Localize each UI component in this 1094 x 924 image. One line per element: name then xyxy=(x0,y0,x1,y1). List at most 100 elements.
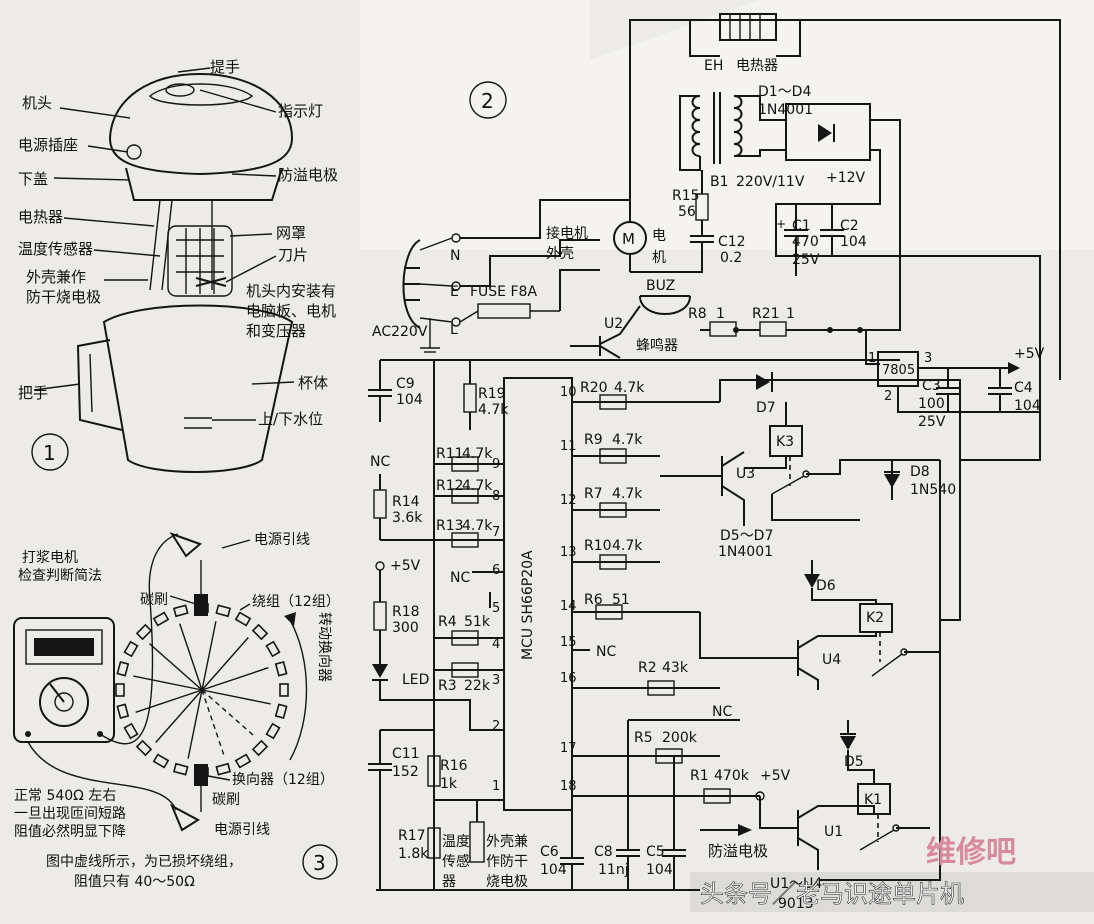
temp-sensor-2: 传感 xyxy=(442,853,470,870)
motor-shell-1: 接电机 xyxy=(546,225,588,242)
R2-symbol xyxy=(647,680,675,696)
head-handle xyxy=(149,83,254,106)
R12-ref: R12 xyxy=(436,478,464,494)
figure-1-device: 提手 机头 指示灯 电源插座 下盖 防溢电极 电热器 网罩 温度传感器 刀片 外… xyxy=(18,58,338,473)
pin-1: 1 xyxy=(492,779,500,794)
D8-part: 1N540 xyxy=(910,482,956,498)
R1-val: 470k xyxy=(714,768,750,784)
K1-label: K1 xyxy=(864,792,882,808)
multimeter-dial-icon xyxy=(39,677,89,727)
label-power-socket: 电源插座 xyxy=(18,136,78,154)
pin-6: 6 xyxy=(492,563,500,578)
pin-9: 9 xyxy=(492,457,500,472)
probe-wire-top xyxy=(99,533,179,745)
label-handle-top: 提手 xyxy=(210,58,240,76)
R6-val: 51 xyxy=(612,592,630,608)
R16-val: 1k xyxy=(440,776,458,792)
C4-ref: C4 xyxy=(1014,380,1033,396)
R18-val: 300 xyxy=(392,620,419,636)
R1-ref: R1 xyxy=(690,768,709,784)
R13-val: 4.7k xyxy=(462,518,493,534)
R15-ref: R15 xyxy=(672,188,700,204)
shell-electrode-3: 烧电极 xyxy=(486,874,528,890)
commutator-segment xyxy=(234,611,252,627)
clip-bottom-icon xyxy=(169,803,200,832)
winding-line xyxy=(201,667,269,691)
regulator-p2: 2 xyxy=(884,389,892,404)
R19-val: 4.7k xyxy=(478,402,509,418)
label-overflow-electrode: 防溢电极 xyxy=(278,166,338,184)
bridge-part: 1N4001 xyxy=(758,102,813,118)
C3-val: 100 xyxy=(918,396,945,412)
D7-diode-icon xyxy=(756,374,770,390)
heater-rod xyxy=(149,199,161,291)
R10-symbol xyxy=(599,554,627,570)
blade xyxy=(195,277,227,287)
buzzer-ref: BUZ xyxy=(646,278,675,294)
transformer-ref: B1 xyxy=(710,174,729,190)
label-head-note-1: 机头内安装有 xyxy=(246,282,336,300)
C3-ref: C3 xyxy=(922,378,941,394)
ac-E-label: E xyxy=(450,284,459,300)
D5-diode-icon xyxy=(840,736,856,750)
pin-7: 7 xyxy=(492,525,500,540)
commutator-segment xyxy=(123,722,139,740)
temp-sensor-3: 器 xyxy=(442,874,456,890)
pin-10: 10 xyxy=(560,385,577,400)
R9-ref: R9 xyxy=(584,432,603,448)
buzzer-symbol xyxy=(639,295,691,315)
overflow-electrode-label: 防溢电极 xyxy=(708,842,768,860)
pin-15: 15 xyxy=(560,635,577,650)
C6-ref: C6 xyxy=(540,844,559,860)
winding-line xyxy=(133,675,203,691)
shell-electrode-2: 作防干 xyxy=(486,854,528,870)
D7-label: D7 xyxy=(756,400,776,416)
R2-ref: R2 xyxy=(638,660,657,676)
figure-2-schematic: 2 N E L AC220V FUSE F8A EH 电热器 B1 xyxy=(368,13,1061,912)
pin-5: 5 xyxy=(492,601,500,616)
label-mesh: 网罩 xyxy=(276,224,306,242)
temp-sensor-1: 温度 xyxy=(442,834,470,850)
label-cup-handle: 把手 xyxy=(18,384,48,402)
commutator-segment xyxy=(115,683,125,697)
mcu-chip xyxy=(503,377,573,811)
fig3-rotate: 转动换向器 xyxy=(316,612,333,682)
C5-val: 104 xyxy=(646,862,673,878)
R10-val: 4.7k xyxy=(612,538,643,554)
pin-16: 16 xyxy=(560,671,577,686)
commutator-segment xyxy=(251,623,269,641)
R11-symbol xyxy=(451,456,479,472)
heater-name: 电热器 xyxy=(736,58,778,74)
D8-ref: D8 xyxy=(910,464,930,480)
fig3-brush-bottom: 碳刷 xyxy=(212,792,240,808)
C2-val: 104 xyxy=(840,234,867,250)
commutator-ring xyxy=(115,603,289,777)
label-heater: 电热器 xyxy=(18,208,63,226)
pin-3: 3 xyxy=(492,673,500,688)
C3-v: 25V xyxy=(918,414,946,430)
figure-3-number: 3 xyxy=(313,851,326,875)
figure-3-motor-test: 打浆电机 检查判断简法 电源引线 碳刷 绕组（12组） 转动换向器 换向器（12… xyxy=(13,532,340,890)
bridge-out: +12V xyxy=(826,170,866,186)
ac-N-label: N xyxy=(450,248,460,264)
pin-2: 2 xyxy=(492,719,500,734)
R20-val: 4.7k xyxy=(614,380,645,396)
label-water-level: 上/下水位 xyxy=(258,410,323,428)
c1-plus: + xyxy=(776,217,786,231)
R19-ref: R19 xyxy=(478,386,506,402)
D5D7-part: 1N4001 xyxy=(718,544,773,560)
label-shell-dual-1: 外壳兼作 xyxy=(26,268,86,286)
R9-val: 4.7k xyxy=(612,432,643,448)
U3-label: U3 xyxy=(736,466,755,482)
winding-line xyxy=(187,689,203,759)
C12-val: 0.2 xyxy=(720,250,742,266)
R16-ref: R16 xyxy=(440,758,468,774)
motor-M: M xyxy=(622,230,635,248)
indicator-lamp-icon xyxy=(165,83,195,97)
C4-val: 104 xyxy=(1014,398,1041,414)
commutator-segment xyxy=(172,762,189,776)
fig3-lead-top: 电源引线 xyxy=(254,532,310,548)
C9-ref: C9 xyxy=(396,376,415,392)
bridge-ref: D1～D4 xyxy=(758,84,811,100)
bridge-rectifier xyxy=(785,103,871,161)
